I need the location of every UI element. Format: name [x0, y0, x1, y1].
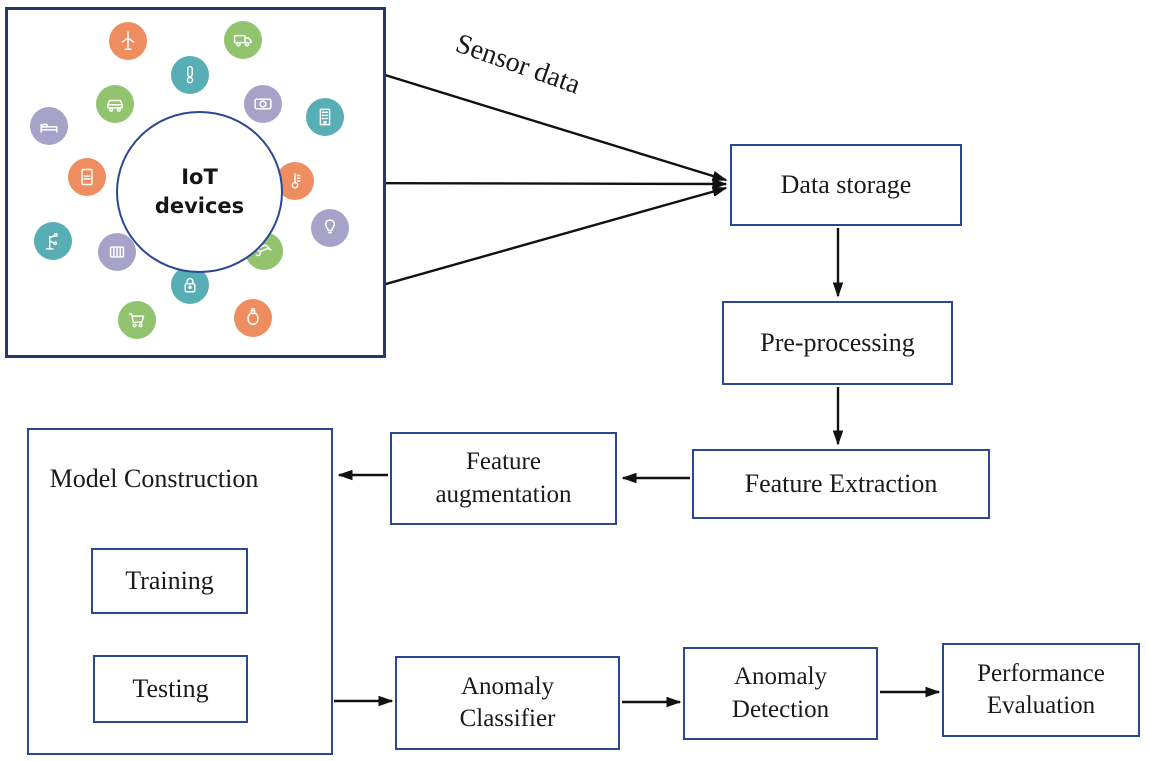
anomaly-classifier-label-line1: Anomaly — [460, 672, 555, 700]
testing-label: Testing — [132, 674, 209, 704]
spray-bottle-icon — [234, 299, 272, 337]
pre-processing-box: Pre-processing — [722, 301, 953, 385]
performance-evaluation-label-line2: Evaluation — [986, 692, 1096, 719]
appliance-icon — [68, 158, 106, 196]
testing-box: Testing — [93, 655, 248, 723]
performance-evaluation-box: Performance Evaluation — [942, 643, 1140, 737]
training-label: Training — [125, 566, 214, 596]
radiator-icon — [98, 233, 136, 271]
feature-extraction-label: Feature Extraction — [744, 469, 938, 499]
iot-circle-label-line1: IoT — [181, 164, 218, 189]
anomaly-classifier-box: Anomaly Classifier — [395, 656, 620, 750]
weather-station-icon — [34, 222, 72, 260]
shopping-cart-icon — [118, 301, 156, 339]
model-construction-label: Model Construction — [49, 464, 259, 493]
camera-icon — [244, 85, 282, 123]
anomaly-classifier-label-line2: Classifier — [459, 705, 556, 732]
feature-extraction-box: Feature Extraction — [692, 449, 990, 519]
training-box: Training — [91, 548, 248, 614]
pre-processing-label: Pre-processing — [760, 328, 915, 358]
feature-augmentation-label-line1: Feature — [466, 448, 541, 475]
iot-devices-circle: IoT devices — [116, 111, 283, 273]
iot-circle-label-line2: devices — [154, 194, 245, 218]
anomaly-detection-box: Anomaly Detection — [683, 647, 878, 740]
bed-icon — [30, 107, 68, 145]
anomaly-detection-label-line1: Anomaly — [733, 663, 828, 690]
lightbulb-icon — [311, 209, 349, 247]
sensor-probe-icon — [171, 56, 209, 94]
delivery-truck-icon — [224, 21, 262, 59]
data-storage-label: Data storage — [780, 170, 912, 200]
smart-building-icon — [306, 98, 344, 136]
data-storage-box: Data storage — [730, 144, 962, 226]
performance-evaluation-label-line1: Performance — [977, 659, 1105, 687]
wind-turbine-icon — [109, 22, 147, 60]
feature-augmentation-box: Feature augmentation — [390, 432, 617, 525]
anomaly-detection-label-line2: Detection — [731, 695, 830, 723]
car-icon — [96, 85, 134, 123]
feature-augmentation-label-line2: augmentation — [435, 480, 572, 508]
